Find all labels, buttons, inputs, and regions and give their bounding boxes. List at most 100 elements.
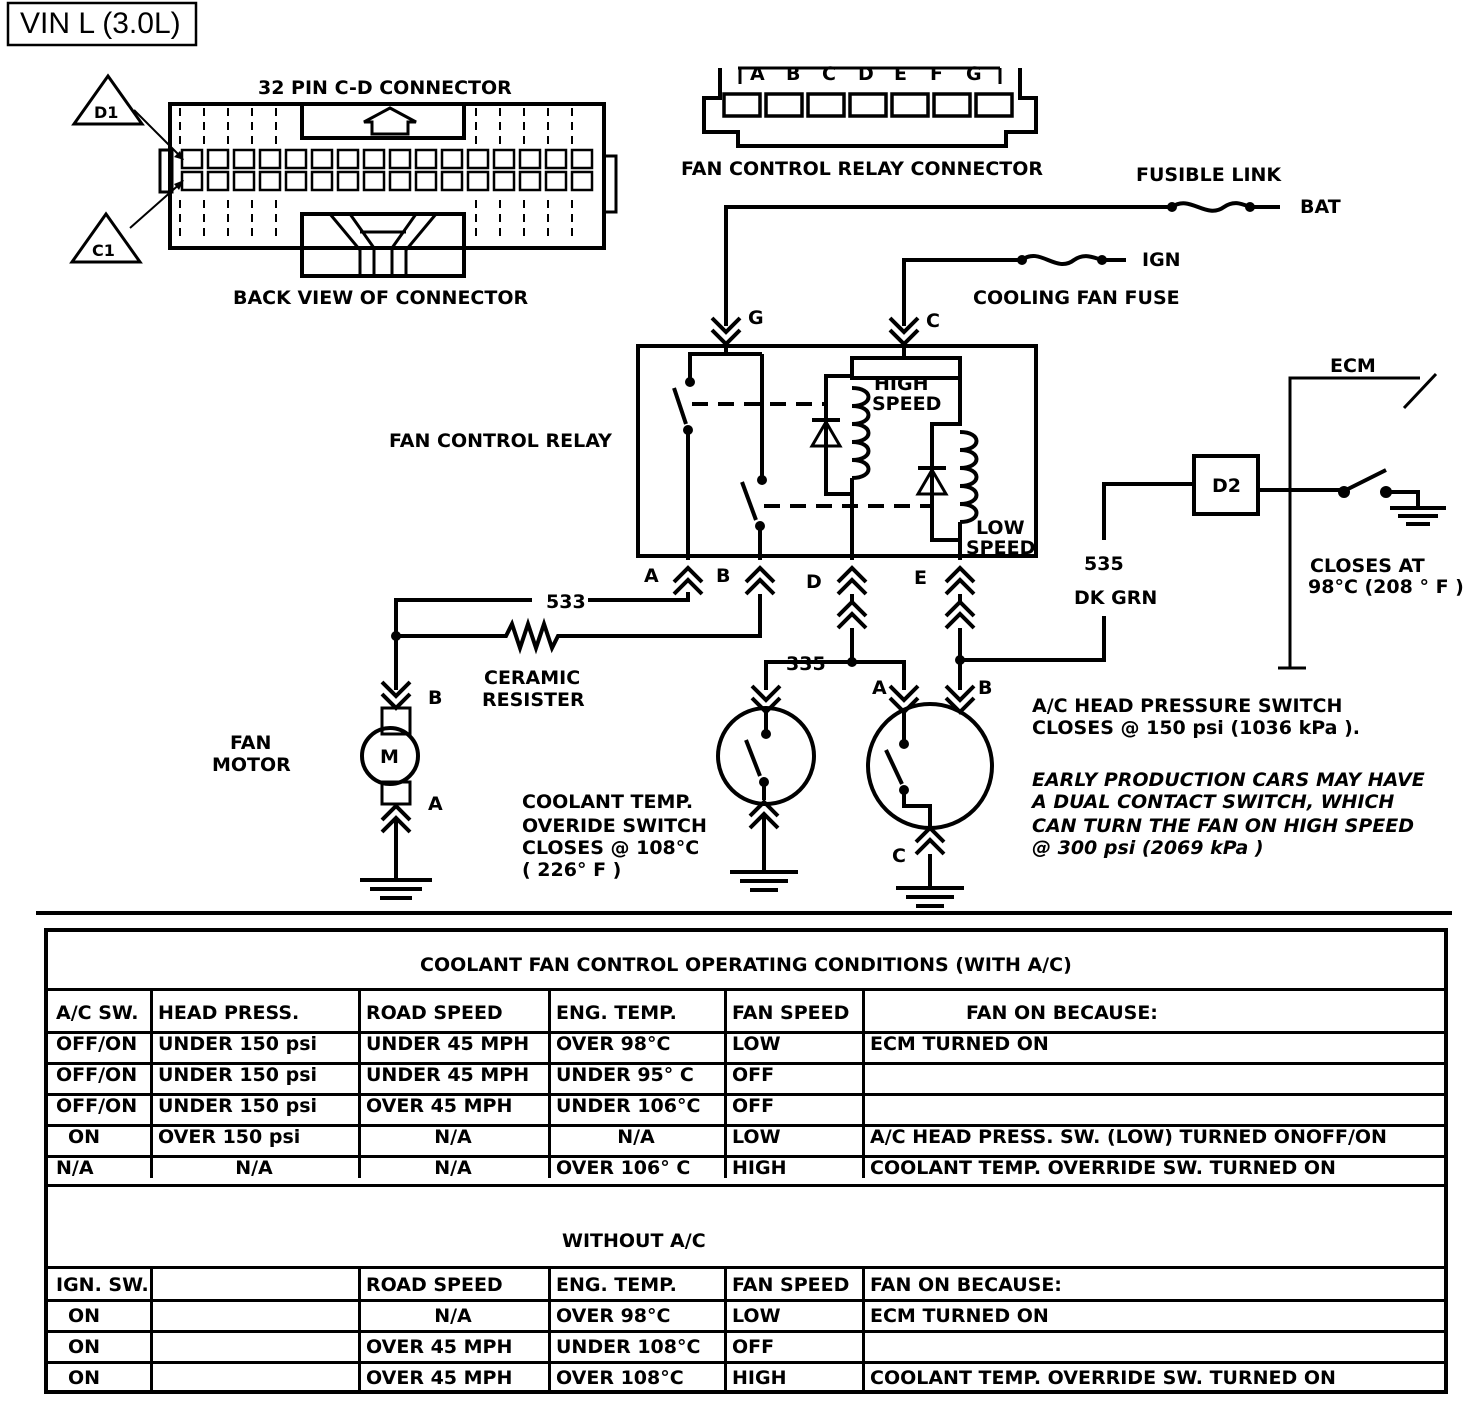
table-cell: ECM TURNED ON xyxy=(870,1033,1049,1055)
early-note-1: EARLY PRODUCTION CARS MAY HAVE xyxy=(1032,769,1425,791)
title-box: VIN L (3.0L) xyxy=(6,1,198,47)
pin-c1-marker: C1 xyxy=(69,180,184,264)
fan-control-relay-label: FAN CONTROL RELAY xyxy=(389,430,612,452)
relay-connector-caption: FAN CONTROL RELAY CONNECTOR xyxy=(681,158,1043,180)
closes-at-label-2: 98°C (208 ° F ) xyxy=(1308,576,1464,598)
connector-pin xyxy=(518,170,542,192)
table-cell: ECM TURNED ON xyxy=(870,1305,1049,1327)
table-cell: COOLANT TEMP. OVERRIDE SW. TURNED ON xyxy=(870,1157,1336,1179)
fan-motor-label-1: FAN xyxy=(230,732,271,754)
table-cell: OFF xyxy=(732,1336,775,1358)
connector-pin xyxy=(336,148,360,170)
svg-text:C: C xyxy=(926,310,940,332)
table-cell: N/A xyxy=(434,1157,472,1179)
connector-pin xyxy=(362,170,386,192)
table-cell: UNDER 106°C xyxy=(556,1095,701,1117)
low-speed-label-1: LOW xyxy=(976,517,1025,539)
table-header-cell: HEAD PRESS. xyxy=(158,1002,300,1024)
connector-pin xyxy=(180,170,204,192)
ac-switch-label-1: A/C HEAD PRESSURE SWITCH xyxy=(1032,695,1342,717)
svg-text:B: B xyxy=(978,677,992,699)
table-rule xyxy=(548,1266,551,1390)
coolant-label-1: COOLANT TEMP. xyxy=(522,791,693,813)
svg-text:D: D xyxy=(806,571,822,593)
early-note-2: A DUAL CONTACT SWITCH, WHICH xyxy=(1030,791,1394,813)
fan-motor-icon xyxy=(360,726,420,786)
ecm-label: ECM xyxy=(1330,355,1376,377)
table-title-without-ac: WITHOUT A/C xyxy=(562,1230,706,1252)
relay-connector-pin-c xyxy=(806,92,846,118)
ecm-circuit: ECM D2 535 DK GRN CLOSES AT 98°C (208 ° … xyxy=(960,355,1464,670)
table-cell: N/A xyxy=(434,1126,472,1148)
table-cell: OFF xyxy=(732,1064,775,1086)
svg-text:A: A xyxy=(644,565,659,587)
power-feed: FUSIBLE LINK BAT IGN COOLING FAN FUSE xyxy=(724,164,1341,326)
table-cell: OVER 45 MPH xyxy=(366,1095,513,1117)
relay-connector-pin-label: E xyxy=(894,63,907,85)
relay-bottom-terminals: A B D E xyxy=(644,565,976,596)
coolant-label-4: ( 226° F ) xyxy=(522,859,621,881)
table-cell: HIGH xyxy=(732,1367,787,1389)
table-rule xyxy=(862,988,865,1178)
ceramic-resister-label-1: CERAMIC xyxy=(484,667,580,689)
table-cell: HIGH xyxy=(732,1157,787,1179)
pin-grid xyxy=(179,108,594,240)
table-cell: OFF/ON xyxy=(56,1064,138,1086)
svg-text:C: C xyxy=(892,845,906,867)
table-title-with-ac: COOLANT FAN CONTROL OPERATING CONDITIONS… xyxy=(420,954,1072,976)
ac-switch-label-2: CLOSES @ 150 psi (1036 kPa ). xyxy=(1032,717,1360,739)
table-rule xyxy=(862,1266,865,1390)
connector-pin xyxy=(310,170,334,192)
svg-text:B: B xyxy=(428,687,442,709)
arrow-up-icon xyxy=(363,106,417,136)
connector-pin xyxy=(414,148,438,170)
table-cell: ON xyxy=(68,1336,101,1358)
table-cell: ON xyxy=(68,1126,101,1148)
svg-text:C1: C1 xyxy=(92,241,115,260)
fan-control-relay: FAN CONTROL RELAY HIGH SPEED LOW SPEED xyxy=(389,344,1038,560)
connector-pin xyxy=(336,170,360,192)
svg-text:D1: D1 xyxy=(94,103,118,122)
connector-pin xyxy=(440,148,464,170)
relay-connector-pin-label: B xyxy=(786,63,800,85)
connector-pin xyxy=(466,148,490,170)
table-rule xyxy=(548,988,551,1178)
table-cell: UNDER 95° C xyxy=(556,1064,694,1086)
relay-connector-pin-label: A xyxy=(750,63,765,85)
table-header-cell: FAN SPEED xyxy=(732,1002,850,1024)
relay-connector-pin-a xyxy=(722,92,762,118)
connector-pin xyxy=(466,170,490,192)
table-rule xyxy=(48,1330,1448,1333)
relay-connector-pin-b xyxy=(764,92,804,118)
connector-pin xyxy=(388,170,412,192)
dk-grn-label: DK GRN xyxy=(1074,587,1157,609)
connector-pin xyxy=(492,148,516,170)
table-cell: OVER 150 psi xyxy=(158,1126,301,1148)
connector-pin xyxy=(414,170,438,192)
table-cell: UNDER 45 MPH xyxy=(366,1064,530,1086)
table-header-cell: FAN ON BECAUSE: xyxy=(966,1002,1158,1024)
relay-connector-pin-f xyxy=(932,92,972,118)
table-cell: UNDER 150 psi xyxy=(158,1033,318,1055)
high-speed-label-1: HIGH xyxy=(874,373,928,395)
connector-32pin-caption: BACK VIEW OF CONNECTOR xyxy=(233,287,528,309)
connector-pin xyxy=(206,170,230,192)
table-rule xyxy=(358,988,361,1178)
relay-connector-pin-label: F xyxy=(930,63,943,85)
relay-connector-pin-e xyxy=(890,92,930,118)
pin-d1-marker: D1 xyxy=(71,73,184,160)
connector-pin xyxy=(310,148,334,170)
connector-pin xyxy=(544,170,568,192)
fan-motor-circuit: 533 CERAMIC RESISTER B M A FAN MOTOR xyxy=(212,591,762,900)
table-cell: OVER 98°C xyxy=(556,1305,671,1327)
table-rule xyxy=(48,1266,1448,1269)
table-header-cell: ROAD SPEED xyxy=(366,1274,503,1296)
table-header-cell: A/C SW. xyxy=(56,1002,139,1024)
connector-pin xyxy=(206,148,230,170)
table-rule xyxy=(48,1031,1448,1034)
connector-pin xyxy=(544,148,568,170)
connector-pin xyxy=(232,170,256,192)
svg-text:B: B xyxy=(716,565,730,587)
table-rule xyxy=(48,1299,1448,1302)
